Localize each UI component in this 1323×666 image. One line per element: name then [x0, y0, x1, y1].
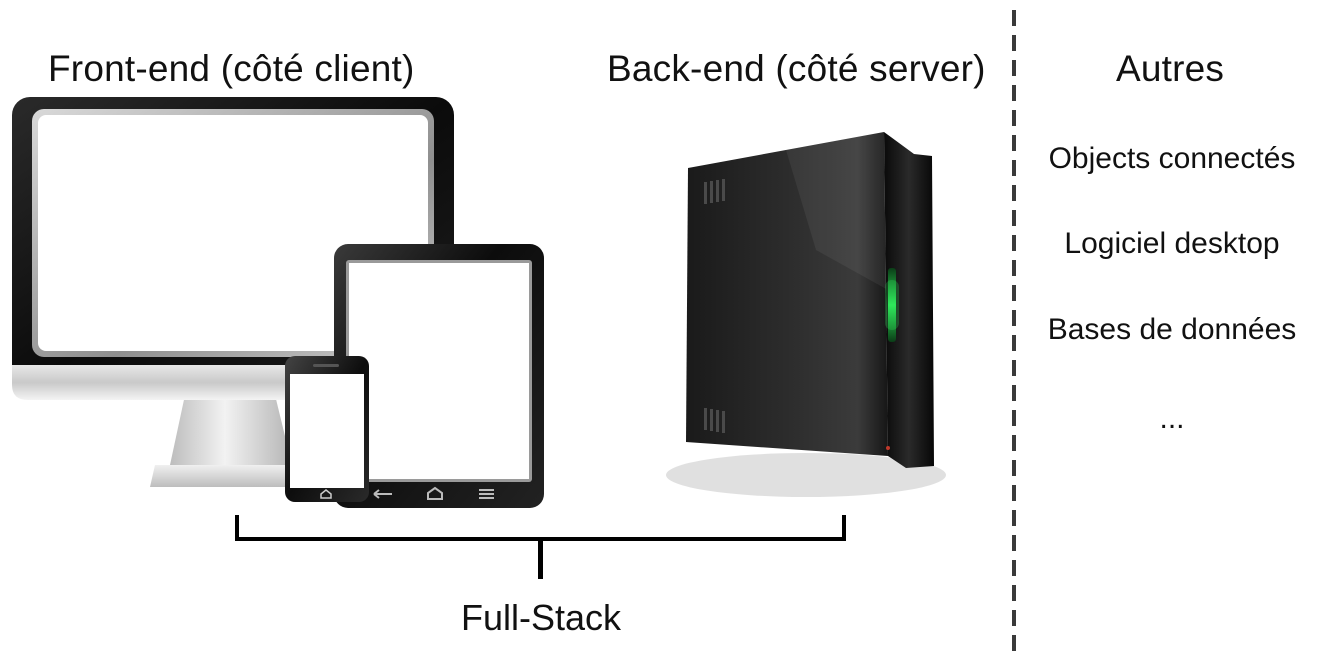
others-title: Autres [1116, 48, 1225, 89]
fullstack-bracket-left-tick [235, 515, 239, 541]
tablet-icon [334, 244, 544, 508]
server-tower-icon [666, 132, 946, 497]
others-item-databases: Bases de données [1047, 313, 1297, 346]
fullstack-label: Full-Stack [461, 597, 622, 638]
fullstack-bracket-right-tick [842, 515, 846, 541]
monitor-icon [12, 97, 454, 487]
frontend-title: Front-end (côté client) [48, 48, 415, 89]
fullstack-bracket-stem [538, 537, 543, 579]
others-item-connected-objects: Objects connectés [1048, 142, 1296, 175]
others-item-ellipsis: ... [1159, 402, 1185, 435]
section-divider [1012, 10, 1016, 660]
backend-title: Back-end (côté server) [607, 48, 986, 89]
smartphone-icon [285, 356, 369, 502]
others-item-desktop-software: Logiciel desktop [1064, 227, 1280, 260]
